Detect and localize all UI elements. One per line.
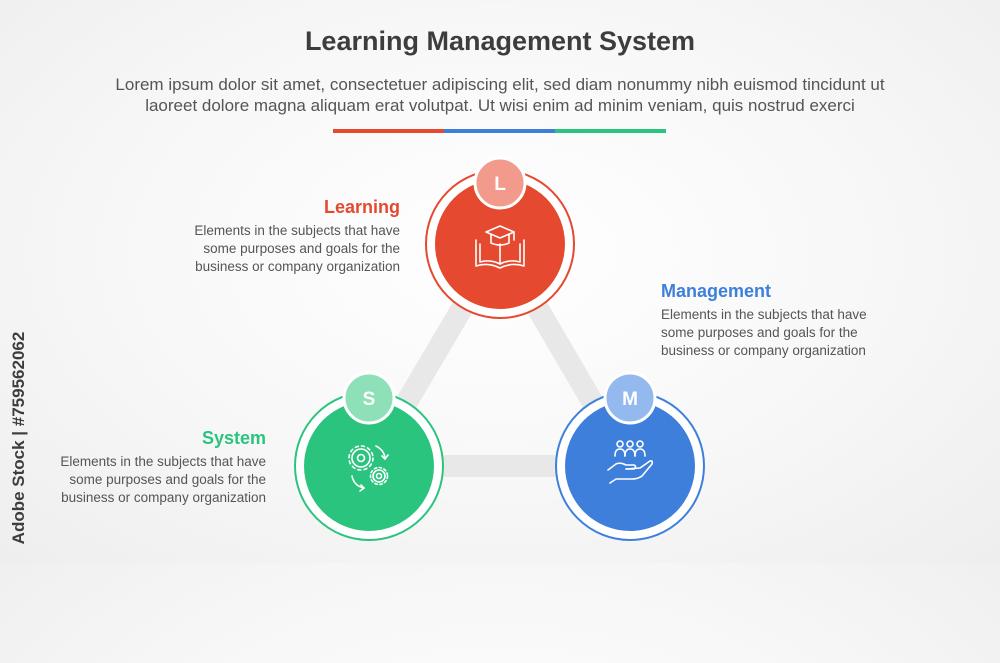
page-subtitle: Lorem ipsum dolor sit amet, consectetuer… — [60, 74, 940, 116]
management-letter: M — [622, 389, 638, 410]
management-badge — [603, 371, 657, 425]
system-description-line: some purposes and goals for the — [69, 472, 266, 487]
divider-green-segment — [555, 129, 666, 133]
system-badge — [342, 371, 396, 425]
system-description: Elements in the subjects that have some … — [20, 453, 266, 507]
subtitle-line-2: laoreet dolore magna aliquam erat volutp… — [145, 96, 855, 115]
management-description: Elements in the subjects that have some … — [661, 306, 921, 360]
book-graduation-cap-icon — [475, 225, 525, 269]
node-management: M — [555, 371, 705, 541]
people-hand-icon — [607, 440, 654, 484]
divider-red-segment — [333, 129, 444, 133]
system-letter: S — [363, 389, 376, 410]
system-description-line: business or company organization — [61, 490, 266, 505]
system-heading: System — [201, 428, 266, 448]
management-description-line: Elements in the subjects that have — [661, 307, 867, 322]
learning-text-block: Learning Elements in the subjects that h… — [150, 197, 400, 276]
system-text-block: System Elements in the subjects that hav… — [20, 428, 266, 507]
learning-description: Elements in the subjects that have some … — [150, 222, 400, 276]
learning-letter: L — [494, 174, 506, 195]
stock-watermark: Adobe Stock | #759562062 — [9, 331, 28, 545]
learning-description-line: some purposes and goals for the — [203, 241, 400, 256]
gears-cycle-icon — [348, 445, 389, 492]
node-learning: L — [425, 156, 575, 319]
learning-badge — [473, 156, 527, 210]
learning-description-line: business or company organization — [195, 259, 400, 274]
triangle-cycle-diagram: L S M — [294, 156, 705, 541]
page-title: Learning Management System — [304, 26, 696, 56]
learning-description-line: Elements in the subjects that have — [194, 223, 400, 238]
node-system: S — [294, 371, 444, 541]
management-description-line: business or company organization — [661, 343, 866, 358]
management-heading: Management — [661, 281, 772, 301]
management-text-block: Management Elements in the subjects that… — [661, 281, 921, 360]
subtitle-line-1: Lorem ipsum dolor sit amet, consectetuer… — [115, 75, 885, 94]
management-description-line: some purposes and goals for the — [661, 325, 858, 340]
learning-heading: Learning — [323, 197, 400, 217]
management-circle — [565, 401, 695, 531]
system-description-line: Elements in the subjects that have — [60, 454, 266, 469]
divider-blue-segment — [444, 129, 555, 133]
